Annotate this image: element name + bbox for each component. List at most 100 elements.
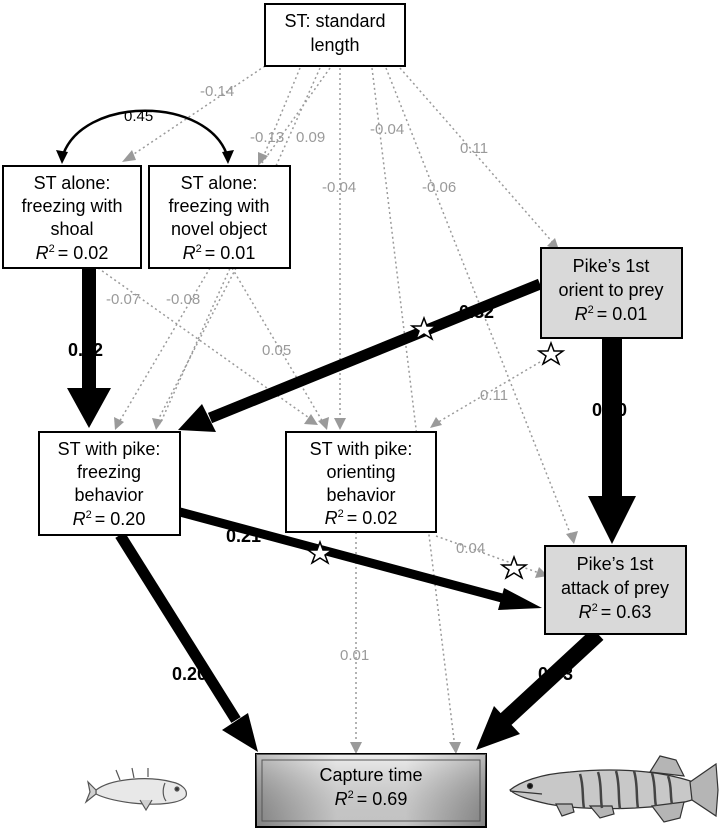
- path-novel-to-orienting: [231, 267, 325, 425]
- path-labels: -0.14 -0.13 0.09 -0.04 -0.04 -0.06 0.11 …: [68, 83, 627, 684]
- arrowhead: [334, 418, 346, 430]
- arrowhead: [588, 496, 636, 544]
- node-pike-orienting: ST with pike: orienting behavior R2= 0.0…: [285, 431, 437, 533]
- covariance-curve: [60, 109, 230, 159]
- label-st-to-orient: 0.11: [460, 140, 488, 157]
- arrowhead: [258, 152, 268, 166]
- r2-label: R2= 0.69: [335, 789, 408, 809]
- arrowhead: [222, 150, 234, 164]
- arrowhead: [449, 742, 461, 754]
- node-line: freezing with: [168, 196, 269, 216]
- pike-fish-icon: [509, 755, 719, 823]
- label-orienting-to-capture: 0.01: [340, 647, 369, 664]
- arrowhead: [304, 414, 318, 425]
- path-st-to-freezing: [261, 67, 331, 164]
- weak-path-arrowheads: [114, 150, 578, 754]
- node-line: ST: standard: [284, 11, 385, 31]
- arrowhead: [566, 531, 578, 544]
- r2-label: R2= 0.02: [36, 243, 109, 263]
- node-line: behavior: [74, 485, 143, 505]
- path-shoal-to-orienting: [97, 267, 313, 421]
- path-attack-to-capture: [499, 628, 604, 726]
- strong-paths: [67, 268, 636, 752]
- path-orienting-to-attack: [435, 535, 543, 575]
- node-line: novel object: [171, 219, 267, 239]
- label-st-to-orienting: -0.04: [322, 179, 356, 196]
- arrowhead: [178, 404, 216, 432]
- r2-label: R2= 0.20: [73, 509, 146, 529]
- arrowhead: [114, 417, 124, 430]
- path-st-to-novel: [261, 67, 301, 161]
- node-alone-shoal: ST alone: freezing with shoal R2= 0.02: [2, 165, 142, 269]
- label-st-to-capture: -0.04: [370, 121, 404, 138]
- label-covariance: 0.45: [124, 108, 153, 125]
- node-line: length: [310, 35, 359, 55]
- label-freezing-to-capture: 0.20: [172, 664, 207, 684]
- arrowhead: [122, 150, 136, 162]
- r2-label: R2= 0.02: [325, 508, 398, 528]
- label-novel-to-freezing: -0.08: [166, 291, 200, 308]
- r2-label: R2= 0.01: [183, 243, 256, 263]
- label-orienting-to-attack: 0.04: [456, 540, 485, 557]
- node-line: ST with pike:: [58, 439, 161, 459]
- path-orient-to-orienting: [434, 361, 541, 425]
- path-orient-to-freezing: [207, 278, 543, 424]
- node-line: Pike’s 1st: [573, 256, 650, 276]
- node-line: Pike’s 1st: [577, 554, 654, 574]
- label-orient-to-attack: 0.70: [592, 400, 627, 420]
- path-st-to-attack: [385, 67, 573, 539]
- node-line: ST alone:: [34, 173, 111, 193]
- r2-label: R2= 0.63: [579, 602, 652, 622]
- star-icon: [409, 315, 439, 341]
- node-pike-attack: Pike’s 1st attack of prey R2= 0.63: [544, 545, 687, 635]
- label-st-to-freezing: 0.09: [296, 129, 325, 146]
- arrowhead: [476, 706, 520, 750]
- arrowhead: [350, 742, 362, 754]
- arrowhead: [56, 150, 68, 164]
- node-line: orienting: [326, 462, 395, 482]
- path-novel-to-freezing-a: [117, 267, 211, 425]
- node-line: ST with pike:: [310, 439, 413, 459]
- path-freezing-to-attack: [178, 507, 504, 603]
- node-pike-orient: Pike’s 1st orient to prey R2= 0.01: [540, 247, 683, 339]
- r2-label: R2= 0.01: [575, 304, 648, 324]
- node-line: Capture time: [319, 765, 422, 785]
- node-standard-length: ST: standard length: [264, 3, 406, 67]
- label-st-to-novel: -0.13: [250, 129, 284, 146]
- label-freezing-to-attack: 0.21: [226, 526, 261, 546]
- node-line: freezing: [77, 462, 141, 482]
- node-pike-freezing: ST with pike: freezing behavior R2= 0.20: [38, 431, 181, 536]
- node-line: shoal: [50, 219, 93, 239]
- arrowhead: [498, 588, 542, 610]
- star-icon: [536, 340, 566, 366]
- arrowhead: [430, 417, 442, 428]
- label-novel-to-orienting: 0.05: [262, 342, 291, 359]
- stars: [305, 315, 566, 580]
- label-st-to-attack: -0.06: [422, 179, 456, 196]
- node-line: attack of prey: [561, 578, 669, 598]
- node-line: freezing with: [21, 196, 122, 216]
- path-st-to-capture: [371, 67, 456, 749]
- arrowhead: [67, 388, 111, 428]
- star-icon: [499, 554, 529, 580]
- label-orient-to-orienting: 0.11: [480, 387, 508, 404]
- node-alone-novel: ST alone: freezing with novel object R2=…: [148, 165, 291, 269]
- arrowhead: [318, 417, 329, 430]
- arrowhead: [222, 713, 258, 752]
- node-line: orient to prey: [558, 280, 663, 300]
- label-st-to-shoal: -0.14: [200, 83, 234, 100]
- node-capture-time: Capture time R2= 0.69: [255, 753, 487, 828]
- path-st-to-orient: [399, 67, 556, 246]
- label-shoal-to-freezing: 0.32: [68, 340, 103, 360]
- path-freezing-to-capture: [115, 532, 241, 723]
- node-line: ST alone:: [181, 173, 258, 193]
- label-attack-to-capture: 0.73: [538, 664, 573, 684]
- arrowhead: [152, 418, 163, 430]
- node-line: behavior: [326, 485, 395, 505]
- label-orient-to-freezing: 0.32: [459, 302, 494, 322]
- stickleback-fish-icon: [84, 767, 187, 812]
- star-icon: [305, 539, 335, 565]
- label-shoal-to-orienting: -0.07: [106, 291, 140, 308]
- path-novel-to-freezing-b: [155, 267, 237, 425]
